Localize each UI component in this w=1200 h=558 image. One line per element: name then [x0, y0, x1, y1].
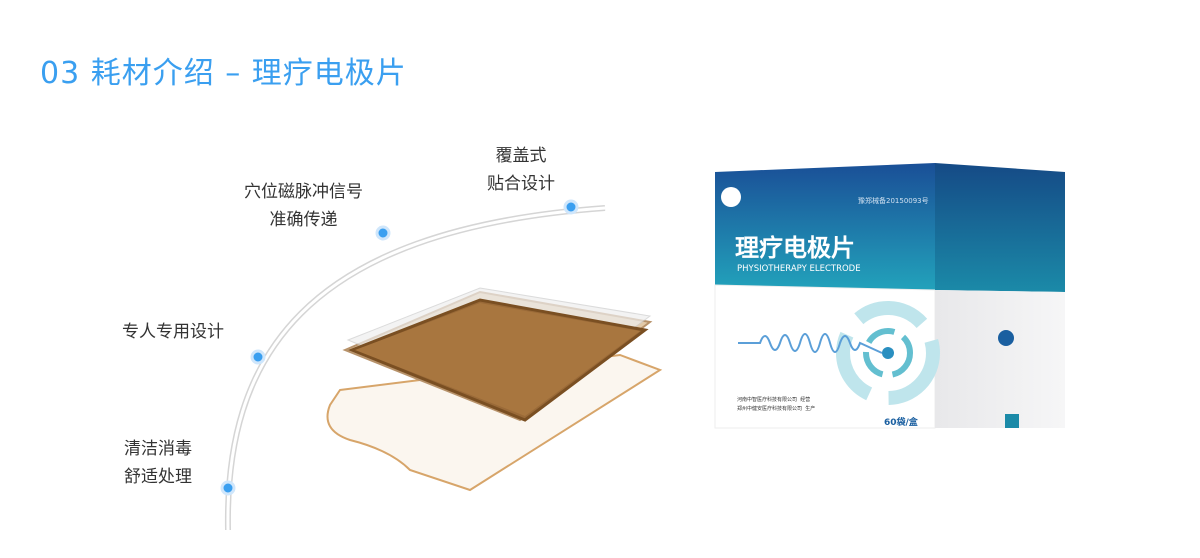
- box-company1: 河南中智医疗科技有限公司 经营: [737, 396, 810, 403]
- company-name: 河南中智医疗科技有限公司: [737, 397, 798, 403]
- box-reg-no: 豫郑械备20150093号: [858, 197, 929, 205]
- feature-line: 穴位磁脉冲信号: [244, 182, 363, 202]
- feature-dot: [220, 480, 236, 496]
- feature-dot: [375, 225, 391, 241]
- box-name-cn: 理疗电极片: [735, 233, 855, 262]
- wave: [738, 333, 883, 354]
- feature-line: 清洁消毒: [124, 439, 192, 459]
- company-role: 生产: [805, 406, 816, 412]
- product-box-image: [714, 163, 1065, 429]
- box-company2: 郑州中健安医疗科技有限公司 生产: [737, 405, 815, 412]
- feature-personal-use: 专人专用设计: [122, 318, 224, 346]
- page-title: 03 耗材介绍 – 理疗电极片: [40, 56, 407, 91]
- electrode-image: [326, 287, 663, 492]
- feature-dot: [250, 349, 266, 365]
- feature-signal-transmission: 穴位磁脉冲信号 准确传递: [244, 178, 363, 234]
- feature-cover-fit: 覆盖式 贴合设计: [487, 142, 555, 198]
- feature-dots: [220, 199, 579, 496]
- company-role: 经营: [800, 397, 811, 403]
- company-name: 郑州中健安医疗科技有限公司: [737, 406, 803, 412]
- box-name-en: PHYSIOTHERAPY ELECTRODE: [737, 264, 861, 274]
- feature-line: 舒适处理: [124, 467, 192, 487]
- feature-clean-comfort: 清洁消毒 舒适处理: [124, 435, 192, 491]
- feature-line: 覆盖式: [495, 146, 547, 166]
- feature-line: 贴合设计: [487, 174, 555, 194]
- feature-dot: [563, 199, 579, 215]
- feature-line: 准确传递: [269, 210, 338, 230]
- box-quantity: 60袋/盒: [884, 418, 918, 428]
- feature-line: 专人专用设计: [122, 322, 224, 342]
